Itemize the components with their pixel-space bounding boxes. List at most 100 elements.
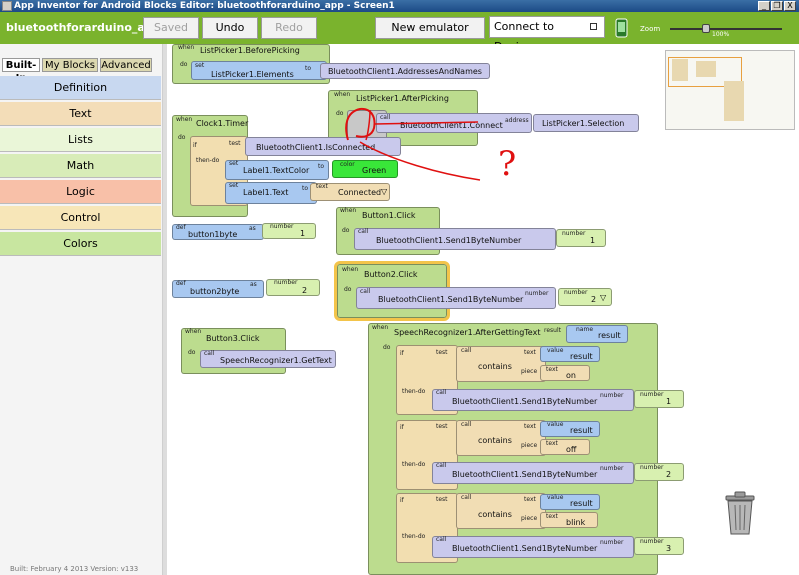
new-emulator-button[interactable]: New emulator (375, 17, 485, 39)
text-block[interactable] (540, 365, 590, 381)
getter-block-isconnected[interactable] (245, 137, 401, 156)
number-block[interactable] (266, 279, 320, 296)
dropdown-arrow-icon[interactable]: ▽ (381, 187, 388, 196)
zoom-slider-handle[interactable] (702, 24, 710, 33)
call-label: call (436, 462, 447, 469)
call-block-send[interactable] (432, 462, 634, 484)
text-value: Connected (338, 188, 382, 197)
minimize-button[interactable]: _ (758, 1, 770, 11)
number-block[interactable] (634, 537, 684, 555)
test-label: test (436, 423, 448, 430)
tab-my-blocks[interactable]: My Blocks (42, 58, 98, 72)
minimap-viewport[interactable] (668, 57, 742, 87)
param-name-block[interactable] (566, 325, 628, 343)
value-label: value (547, 347, 564, 354)
call-block-send[interactable] (432, 536, 634, 558)
text-block-connected[interactable] (310, 183, 390, 201)
to-label: to (318, 163, 325, 170)
call-block-contains[interactable] (456, 493, 546, 529)
when-label: when (342, 266, 359, 273)
value-block[interactable] (540, 421, 600, 437)
when-label: when (334, 91, 351, 98)
text-label: text (546, 440, 558, 447)
zoom-label: Zoom (640, 25, 661, 33)
drawer-colors[interactable]: Colors (0, 232, 161, 256)
variable-name: button2byte (190, 287, 240, 296)
phone-connection-icon[interactable] (611, 17, 633, 39)
event-name: Clock1.Timer (196, 119, 249, 128)
do-label: do (344, 286, 352, 293)
setter-block-textcolor[interactable] (225, 160, 329, 180)
getter-name: BluetoothClient1.AddressesAndNames (328, 67, 482, 76)
event-name: ListPicker1.AfterPicking (356, 94, 449, 103)
value-block[interactable] (540, 346, 600, 362)
def-block-button2byte[interactable] (172, 280, 264, 298)
number-value: 1 (590, 236, 596, 245)
test-label: test (229, 140, 241, 147)
drawer-lists[interactable]: Lists (0, 128, 161, 152)
number-block[interactable] (262, 223, 316, 239)
set-label: set (229, 160, 239, 167)
number-param-label: number (600, 539, 624, 546)
number-block[interactable] (556, 229, 606, 247)
event-name: Button3.Click (206, 334, 260, 343)
drawer-text[interactable]: Text (0, 102, 161, 126)
color-block-green[interactable] (332, 160, 398, 178)
method-name: contains (478, 436, 512, 445)
method-name: SpeechRecognizer1.GetText (220, 356, 332, 365)
zoom-value: 100% (712, 31, 730, 38)
text-block[interactable] (540, 512, 598, 528)
redo-button[interactable]: Redo (261, 17, 317, 39)
call-block-send2[interactable] (356, 287, 556, 309)
if-label: if (400, 350, 404, 357)
text-param-label: text (524, 423, 536, 430)
call-block-contains[interactable] (456, 346, 546, 382)
call-block-send1[interactable] (354, 228, 556, 250)
drawer-logic[interactable]: Logic (0, 180, 161, 204)
value-name: result (570, 499, 593, 508)
if-label: if (400, 424, 404, 431)
trash-icon[interactable] (722, 490, 758, 536)
maximize-button[interactable]: ❐ (771, 1, 783, 11)
tab-advanced[interactable]: Advanced (100, 58, 152, 72)
drawer-control[interactable]: Control (0, 206, 161, 230)
saved-button[interactable]: Saved (143, 17, 199, 39)
number-block[interactable] (634, 463, 684, 481)
zoom-slider-track[interactable] (670, 28, 782, 30)
number-param-label: number (600, 392, 624, 399)
close-button[interactable]: X (784, 1, 796, 11)
do-label: do (336, 110, 344, 117)
number-block[interactable] (558, 288, 612, 306)
number-label: number (640, 391, 664, 398)
undo-button[interactable]: Undo (202, 17, 258, 39)
connect-device-dropdown[interactable]: Connect to Device... (489, 16, 605, 53)
workspace-scrollbar[interactable] (163, 44, 167, 575)
to-label: to (305, 65, 312, 72)
getter-block-addresses[interactable] (320, 63, 490, 79)
drawer-math[interactable]: Math (0, 154, 161, 178)
number-label: number (640, 538, 664, 545)
method-name: BluetoothClient1.Send1ByteNumber (452, 397, 598, 406)
dropdown-arrow-icon[interactable]: ▽ (600, 293, 607, 302)
variable-name: button1byte (188, 230, 238, 239)
method-name: BluetoothClient1.Send1ByteNumber (452, 470, 598, 479)
then-do-label: then-do (402, 461, 426, 468)
value-block[interactable] (540, 494, 600, 510)
workspace-minimap[interactable] (665, 50, 795, 130)
test-label: test (436, 496, 448, 503)
set-label: set (229, 182, 239, 189)
piece-label: piece (521, 368, 538, 375)
call-block-send[interactable] (432, 389, 634, 411)
text-block[interactable] (540, 439, 590, 455)
window-title-bar: App Inventor for Android Blocks Editor: … (0, 0, 799, 12)
call-block-contains[interactable] (456, 420, 546, 456)
call-label: call (461, 494, 472, 501)
number-block[interactable] (634, 390, 684, 408)
method-name: contains (478, 362, 512, 371)
drawer-definition[interactable]: Definition (0, 76, 161, 100)
call-block-gettext[interactable] (200, 350, 336, 368)
tab-built-in[interactable]: Built-In (2, 58, 40, 84)
getter-block-selection[interactable] (533, 114, 639, 132)
event-name: ListPicker1.BeforePicking (200, 46, 300, 55)
value-name: result (570, 426, 593, 435)
